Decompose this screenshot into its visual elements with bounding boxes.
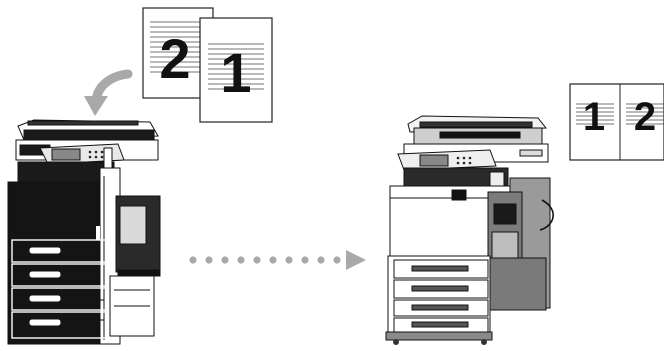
original-page-front-number: 1 [220, 41, 251, 104]
output-right-page-number: 2 [634, 95, 656, 139]
output-left-page-number: 1 [583, 95, 605, 139]
destination-copier [386, 116, 553, 345]
original-page-back-number: 2 [159, 27, 190, 90]
original-pages: 2 1 [143, 8, 272, 122]
curved-feed-arrow-icon [84, 74, 128, 116]
output-sheet: 1 2 [570, 84, 664, 160]
source-copier [8, 120, 160, 344]
dotted-transfer-arrow-icon [189, 250, 366, 270]
original-page-front: 1 [200, 18, 272, 122]
